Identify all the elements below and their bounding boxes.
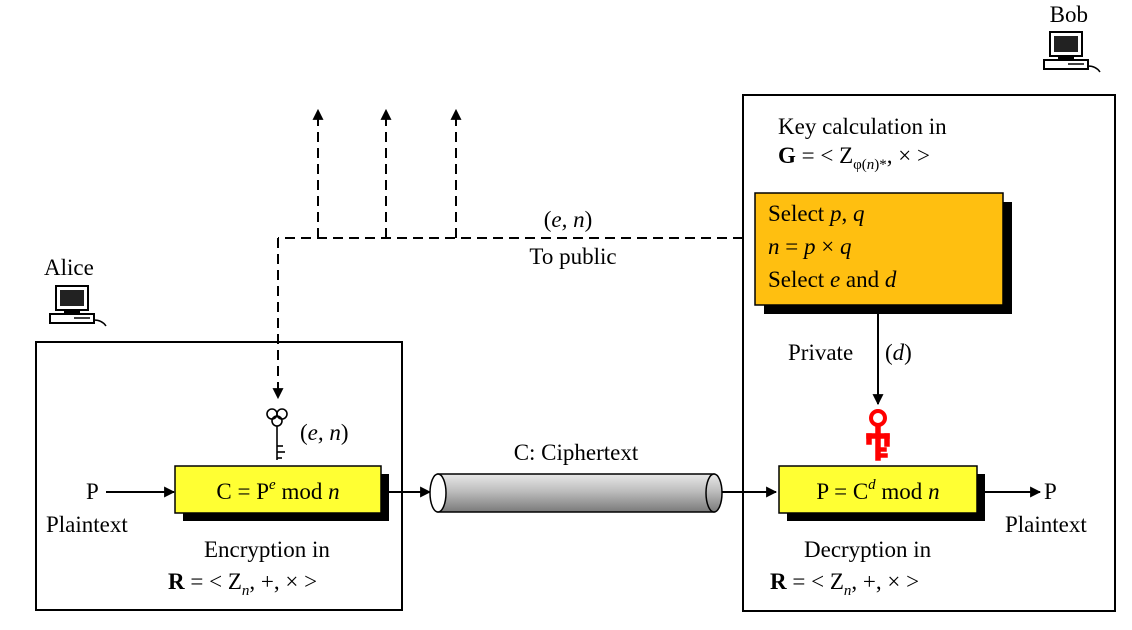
computer-icon	[49, 285, 107, 327]
keygen-step-select-pq: Select p, q	[768, 201, 864, 226]
private-key-icon	[866, 409, 890, 461]
alice-public-key-label: (e, n)	[300, 420, 349, 445]
keygen-step-select-ed: Select e and d	[768, 267, 897, 292]
public-key-distribution	[272, 108, 743, 400]
encryption-caption: Encryption in	[204, 537, 330, 562]
keygen-step-compute-n: n = p × q	[768, 234, 851, 259]
ciphertext-label: C: Ciphertext	[514, 440, 639, 465]
plaintext-input-caption: Plaintext	[46, 512, 128, 537]
bob-label: Bob	[1050, 2, 1088, 27]
private-label: Private	[788, 340, 853, 365]
to-public-label: To public	[529, 244, 616, 269]
key-icon	[266, 408, 288, 460]
encrypt-formula: C = Pe mod n	[216, 477, 339, 504]
bob-frame	[742, 94, 1116, 612]
ciphertext-channel	[429, 473, 723, 513]
alice-frame	[35, 341, 403, 611]
decryption-ring: R = < Zn, +, × >	[770, 569, 919, 599]
private-key-label: (d)	[885, 340, 912, 365]
computer-icon	[1043, 31, 1101, 73]
key-calculation-title: Key calculation in	[778, 114, 947, 139]
plaintext-output-caption: Plaintext	[1005, 512, 1087, 537]
keygen-box	[754, 192, 1004, 306]
plaintext-output-letter: P	[1044, 479, 1057, 504]
key-calculation-group: G = < Zφ(n)*, × >	[778, 143, 930, 173]
plaintext-input-letter: P	[86, 479, 99, 504]
public-key-label: (e, n)	[544, 207, 593, 232]
decryption-caption: Decryption in	[804, 537, 932, 562]
encryption-ring: R = < Zn, +, × >	[168, 569, 317, 599]
decrypt-formula: P = Cd mod n	[816, 477, 939, 504]
decrypt-box	[778, 465, 978, 514]
encrypt-box	[174, 465, 382, 514]
alice-label: Alice	[44, 255, 94, 280]
